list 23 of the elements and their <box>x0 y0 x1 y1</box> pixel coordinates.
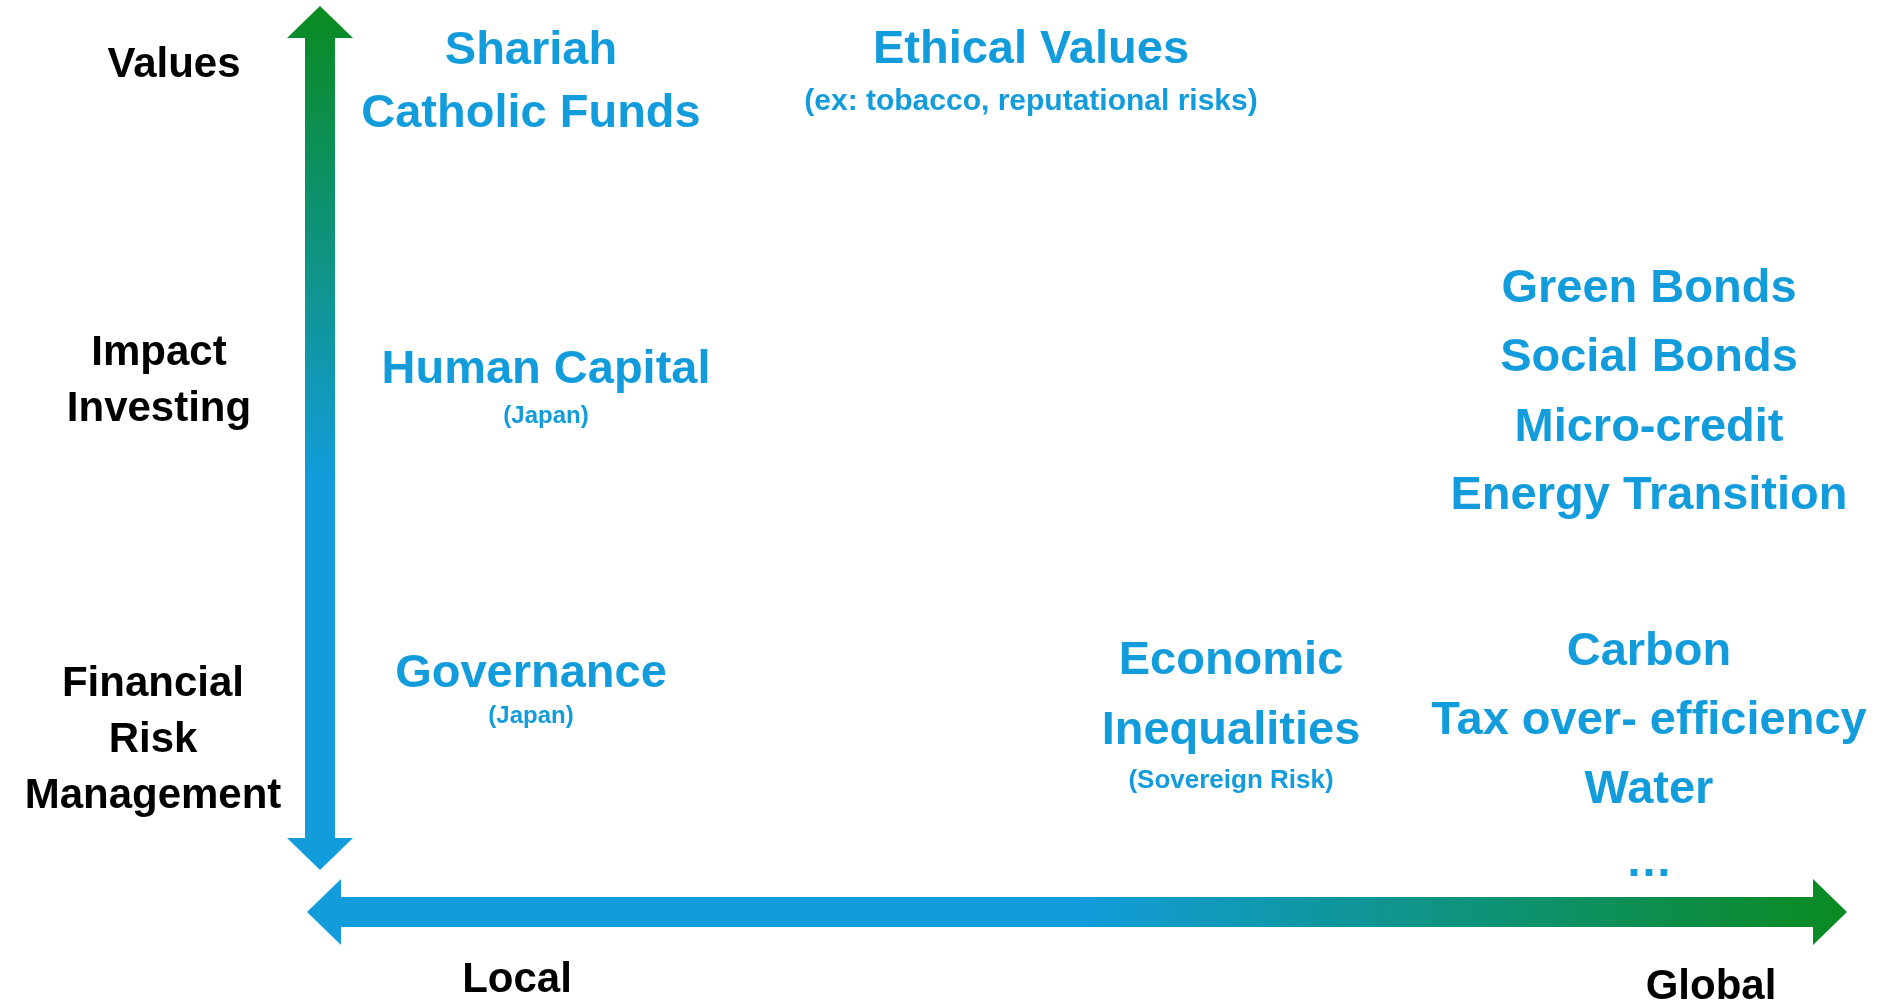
category-label: Tax over- efficiency <box>1431 689 1867 745</box>
axis-label: Financial Risk Management <box>23 657 283 819</box>
note: (Sovereign Risk) <box>1128 763 1334 795</box>
category-label: Carbon <box>1566 620 1732 676</box>
axis-label: Values <box>107 38 241 88</box>
category-label: Economic Inequalities <box>1100 630 1362 756</box>
category-label: Ethical Values <box>872 18 1190 74</box>
axis-label: Local <box>462 953 572 1003</box>
category-label: Micro-credit <box>1514 396 1784 452</box>
category-label: Catholic Funds <box>361 82 701 138</box>
axis-label: Global <box>1645 960 1777 1005</box>
category-label: Social Bonds <box>1500 326 1798 382</box>
note: (ex: tobacco, reputational risks) <box>804 83 1258 117</box>
note: (Japan) <box>503 401 589 429</box>
category-label: Water <box>1584 758 1714 814</box>
category-label: Energy Transition <box>1450 464 1848 520</box>
category-label: Human Capital <box>381 338 711 394</box>
axis-label: Impact Investing <box>65 326 253 432</box>
category-label: Shariah <box>444 19 618 75</box>
note: (Japan) <box>488 701 574 729</box>
ellipsis: … <box>1625 831 1673 887</box>
category-label: Green Bonds <box>1501 257 1797 313</box>
category-label: Governance <box>395 642 667 698</box>
